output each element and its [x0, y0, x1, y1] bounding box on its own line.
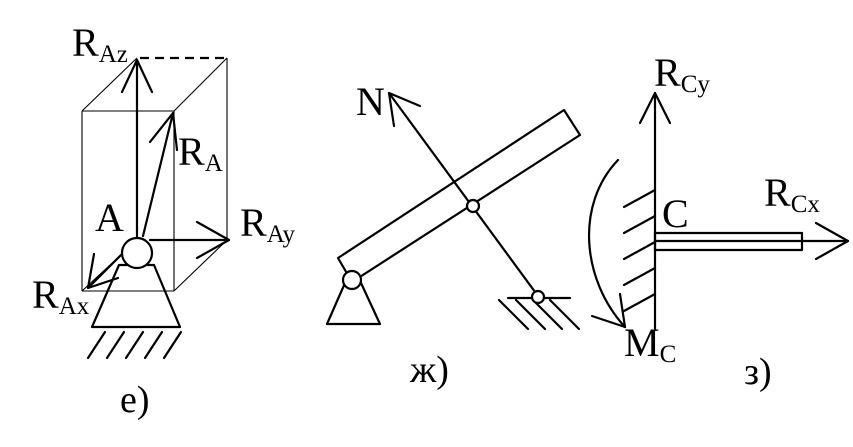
hinge-a [120, 236, 154, 270]
caption-e: е) [120, 379, 150, 421]
wall-hatch [622, 188, 657, 313]
m-c-label: MC [624, 320, 676, 368]
r-cy-label: RCy [654, 50, 710, 98]
point-c-label: C [662, 191, 689, 236]
rod-ground-pin [530, 289, 546, 305]
r-az-label: RAz [72, 20, 128, 68]
r-ax-label: RAx [32, 272, 90, 320]
caption-zh: ж) [409, 349, 449, 391]
panel-z: RCy C RCx MC з) [587, 50, 850, 393]
panel-zh: N ж) [325, 79, 582, 391]
inclined-beam [336, 108, 582, 284]
rod-ground-hatch [497, 298, 581, 331]
beam-pin [341, 269, 363, 291]
hinge-support-triangle [90, 263, 182, 329]
r-a-arrow [141, 111, 179, 238]
caption-z: з) [744, 351, 772, 393]
force-box-wireframe [81, 57, 228, 292]
r-az-arrow [120, 58, 154, 242]
r-ay-arrow [148, 220, 231, 260]
n-arrow [387, 91, 540, 298]
panel-e: RAz RA A RAy RAx е) [32, 20, 295, 421]
point-a-label: A [95, 195, 124, 240]
m-c-moment-arrow [587, 158, 627, 329]
n-label: N [356, 79, 385, 124]
ground-hatch [86, 330, 183, 360]
r-cx-arrow [653, 221, 850, 261]
r-ay-label: RAy [240, 200, 295, 248]
r-cy-arrow [638, 91, 672, 332]
r-cx-label: RCx [764, 170, 820, 218]
r-a-label: RA [178, 129, 223, 177]
beam-rod-joint [465, 198, 481, 214]
